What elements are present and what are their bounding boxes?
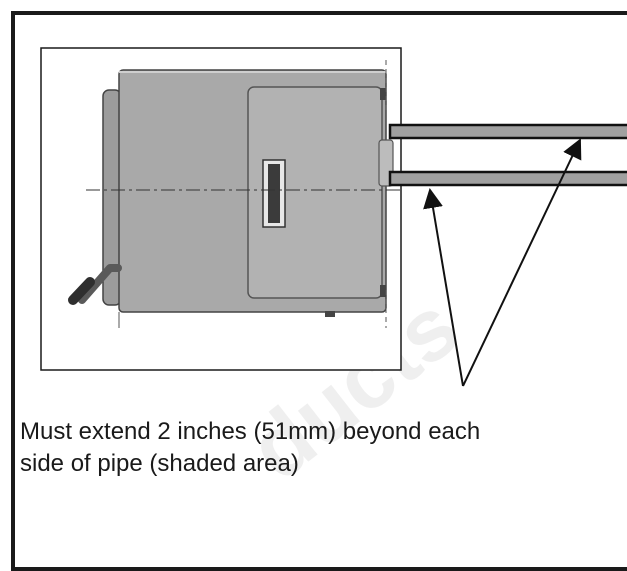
hinge-bottom: [380, 285, 386, 297]
pipe-wall-bottom: [388, 170, 627, 187]
lever-grip: [68, 277, 95, 305]
handle-slot-inner: [268, 164, 280, 223]
bottom-foot: [325, 311, 335, 317]
arrow-to-bottom-pipe: [423, 188, 464, 387]
lever-handle: [78, 264, 122, 304]
hinge-top: [380, 88, 386, 100]
pipe-wall-top: [388, 123, 627, 140]
water-heater-side-view-icon: [68, 60, 400, 328]
caption-line-1: Must extend 2 inches (51mm) beyond each: [20, 418, 481, 445]
diagram: [40, 47, 627, 387]
caption-line-2: side of pipe (shaded area): [20, 450, 299, 477]
pipe-shaded-icon: [388, 123, 627, 187]
caption: Must extend 2 inches (51mm) beyond each …: [20, 416, 625, 480]
arrow-to-top-pipe: [462, 138, 582, 387]
arrow-pointer-icon: [423, 138, 582, 387]
door-panel: [247, 86, 383, 299]
